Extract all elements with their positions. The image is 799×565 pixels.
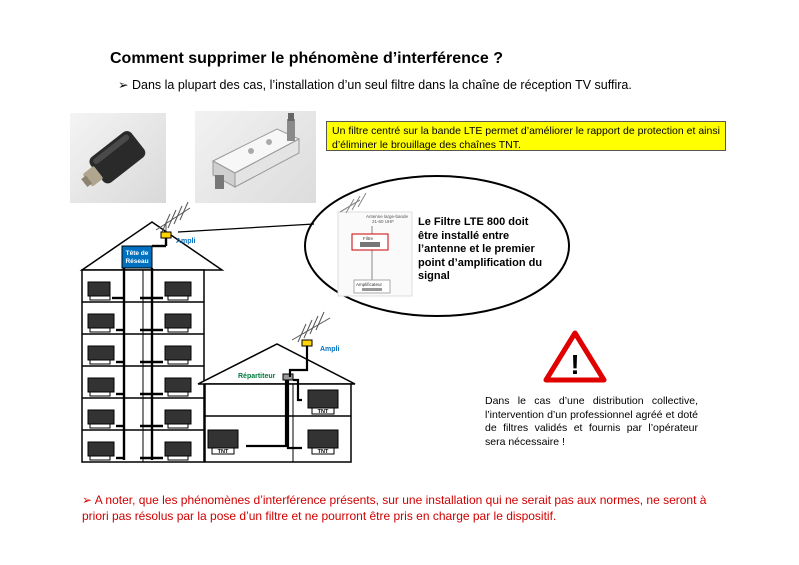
filter-housing-photo [195,111,316,203]
head-end-box [121,245,153,269]
splitter-icon [282,373,294,381]
antenna-label: Antenne large-bande [366,214,409,219]
schematic-filter-label: Filtre [363,236,373,241]
splitter-label: Répartiteur [238,373,276,380]
note-text: A noter, que les phénomènes d’interféren… [82,493,707,523]
ellipse-callout-text: Le Filtre LTE 800 doit être installé ent… [418,216,543,282]
filter-schematic: Antenne large-bande 21-60 UHF Filtre Amp… [337,192,413,297]
apartment-tvs [87,281,192,461]
warning-symbol: ! [570,349,579,380]
building-cables [112,232,168,460]
house: Ampli Répartiteur TNT TNT TNT [197,311,356,463]
tv-label: TNT [318,409,329,415]
note-paragraph: ➢ A noter, que les phénomènes d’interfér… [82,492,732,524]
schematic-antenna-icon [339,192,367,214]
intro-line: ➢Dans la plupart des cas, l’installation… [118,77,632,92]
intro-text: Dans la plupart des cas, l’installation … [132,78,632,92]
tv-label: TNT [318,449,329,455]
building-antenna-icon [155,201,191,236]
schematic-amplifier-icon [362,288,382,291]
house-tvs [207,389,339,455]
filter-device-photo [70,113,166,203]
schematic-amplifier-label: Amplificateur [356,282,383,287]
warning-icon: ! [543,330,607,383]
apartment-building: Tête de Réseau Ampli [79,201,225,463]
schematic-filter-icon [360,242,380,247]
head-end-label: Tête de [126,250,149,257]
note-arrow-icon: ➢ [82,493,93,507]
head-end-label-2: Réseau [125,258,148,265]
house-cables [246,346,309,450]
page-title: Comment supprimer le phénomène d’interfé… [110,50,503,67]
bullet-arrow-icon: ➢ [118,78,129,92]
antenna-band-label: 21-60 UHF [372,219,394,224]
house-antenna-icon [291,311,331,343]
tv-label: TNT [218,449,229,455]
building-ampli-label: Ampli [176,238,196,245]
house-ampli-label: Ampli [320,346,340,353]
callout-box: Un filtre centré sur la bande LTE permet… [326,121,726,151]
building-ampli-icon [160,231,172,239]
warning-text: Dans le cas d’une distribution collectiv… [485,395,698,448]
callout-pointer [177,223,315,233]
house-ampli-icon [301,339,313,347]
